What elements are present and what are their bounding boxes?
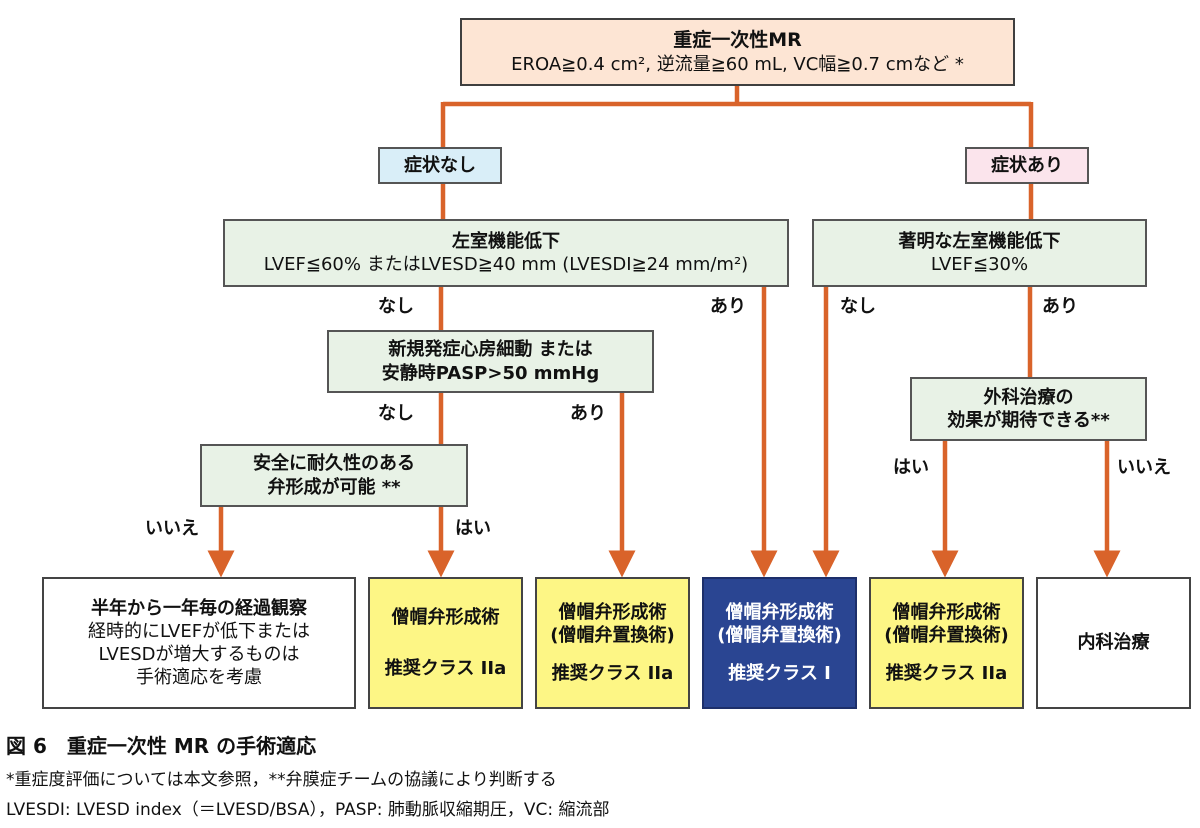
durable-repair-box: 安全に耐久性のある 弁形成が可能 ** [200, 444, 468, 507]
tag-no-symptoms: 症状なし [378, 147, 502, 184]
label-severe-present: あり [1042, 296, 1078, 317]
outcome-repair-replace-class1: 僧帽弁形成術 (僧帽弁置換術) 推奨クラス I [702, 577, 857, 709]
outcome-repair-replace-left-procedure: 僧帽弁形成術 [558, 602, 667, 624]
outcome-observation-line3: 手術適応を考慮 [136, 667, 262, 689]
af-pasp-box: 新規発症心房細動 または 安静時PASP>50 mmHg [327, 330, 654, 393]
outcome-medical-therapy: 内科治療 [1036, 577, 1191, 709]
outcome-repair-replace-class1-procedure: 僧帽弁形成術 [725, 602, 834, 624]
outcome-observation-line1: 経時的にLVEFが低下または [87, 620, 311, 642]
tag-no-symptoms-label: 症状なし [404, 154, 476, 176]
label-lv-none: なし [378, 296, 414, 317]
connector-top-split [440, 84, 1034, 148]
label-severe-none: なし [840, 296, 876, 317]
outcome-repair-class2a: 僧帽弁形成術 推奨クラス IIa [368, 577, 523, 709]
lv-dysfunction-criteria: LVEF≦60% またはLVESD≧40 mm (LVESDI≧24 mm/m²… [263, 254, 749, 275]
outcome-repair-replace-class2a-right: 僧帽弁形成術 (僧帽弁置換術) 推奨クラス IIa [869, 577, 1024, 709]
outcome-repair-replace-class2a-left: 僧帽弁形成術 (僧帽弁置換術) 推奨クラス IIa [535, 577, 690, 709]
figure-caption-note1: *重症度評価については本文参照，**弁膜症チームの協議により判断する [6, 770, 557, 790]
outcome-repair-replace-class1-alt: (僧帽弁置換術) [717, 625, 842, 647]
figure-caption-note2: LVESDI: LVESD index（＝LVESD/BSA），PASP: 肺動… [6, 800, 610, 820]
label-af-none: なし [378, 403, 414, 424]
label-surgery-no: いいえ [1117, 457, 1171, 478]
outcome-observation-line2: LVESDが増大するものは [98, 644, 300, 665]
outcome-observation-title: 半年から一年毎の経過観察 [91, 597, 307, 619]
figure-caption-title: 図 6 重症一次性 MR の手術適応 [6, 734, 317, 758]
outcome-repair-class2a-procedure: 僧帽弁形成術 [391, 606, 500, 628]
outcome-observation: 半年から一年毎の経過観察 経時的にLVEFが低下または LVESDが増大するもの… [42, 577, 356, 709]
surgery-effect-line2: 効果が期待できる** [947, 410, 1110, 431]
af-pasp-line1: 新規発症心房細動 または [388, 339, 593, 361]
label-surgery-yes: はい [893, 457, 929, 478]
outcome-repair-replace-right-alt: (僧帽弁置換術) [884, 625, 1009, 647]
surgery-effect-line1: 外科治療の [983, 386, 1074, 408]
severe-lv-dysfunction-criteria: LVEF≦30% [930, 254, 1029, 275]
outcome-repair-replace-class1-class: 推奨クラス I [728, 662, 831, 684]
severe-lv-dysfunction-title: 著明な左室機能低下 [898, 230, 1061, 252]
outcome-medical-therapy-label: 内科治療 [1077, 632, 1150, 654]
lv-dysfunction-title: 左室機能低下 [452, 230, 560, 252]
severe-lv-dysfunction-box: 著明な左室機能低下 LVEF≦30% [812, 219, 1147, 287]
af-pasp-line2: 安静時PASP>50 mmHg [381, 362, 600, 384]
primary-mr-criteria: EROA≧0.4 cm², 逆流量≧60 mL, VC幅≧0.7 cmなど * [511, 53, 964, 75]
durable-repair-line2: 弁形成が可能 ** [267, 476, 401, 498]
label-repair-yes: はい [455, 518, 491, 539]
label-lv-present: あり [710, 296, 746, 317]
surgery-effect-box: 外科治療の 効果が期待できる** [910, 377, 1147, 441]
outcome-repair-replace-right-class: 推奨クラス IIa [885, 662, 1008, 684]
label-af-present: あり [570, 403, 606, 424]
outcome-repair-replace-left-class: 推奨クラス IIa [551, 662, 674, 684]
outcome-repair-replace-right-procedure: 僧帽弁形成術 [892, 602, 1001, 624]
durable-repair-line1: 安全に耐久性のある [253, 453, 415, 475]
tag-symptoms: 症状あり [965, 147, 1089, 184]
outcome-repair-class2a-class: 推奨クラス IIa [384, 658, 507, 679]
tag-symptoms-label: 症状あり [991, 154, 1063, 176]
primary-mr-title: 重症一次性MR [673, 29, 802, 52]
lv-dysfunction-box: 左室機能低下 LVEF≦60% またはLVESD≧40 mm (LVESDI≧2… [223, 219, 789, 287]
primary-mr-box: 重症一次性MR EROA≧0.4 cm², 逆流量≧60 mL, VC幅≧0.7… [460, 18, 1015, 86]
label-repair-no: いいえ [145, 518, 199, 539]
outcome-repair-replace-left-alt: (僧帽弁置換術) [550, 625, 675, 647]
